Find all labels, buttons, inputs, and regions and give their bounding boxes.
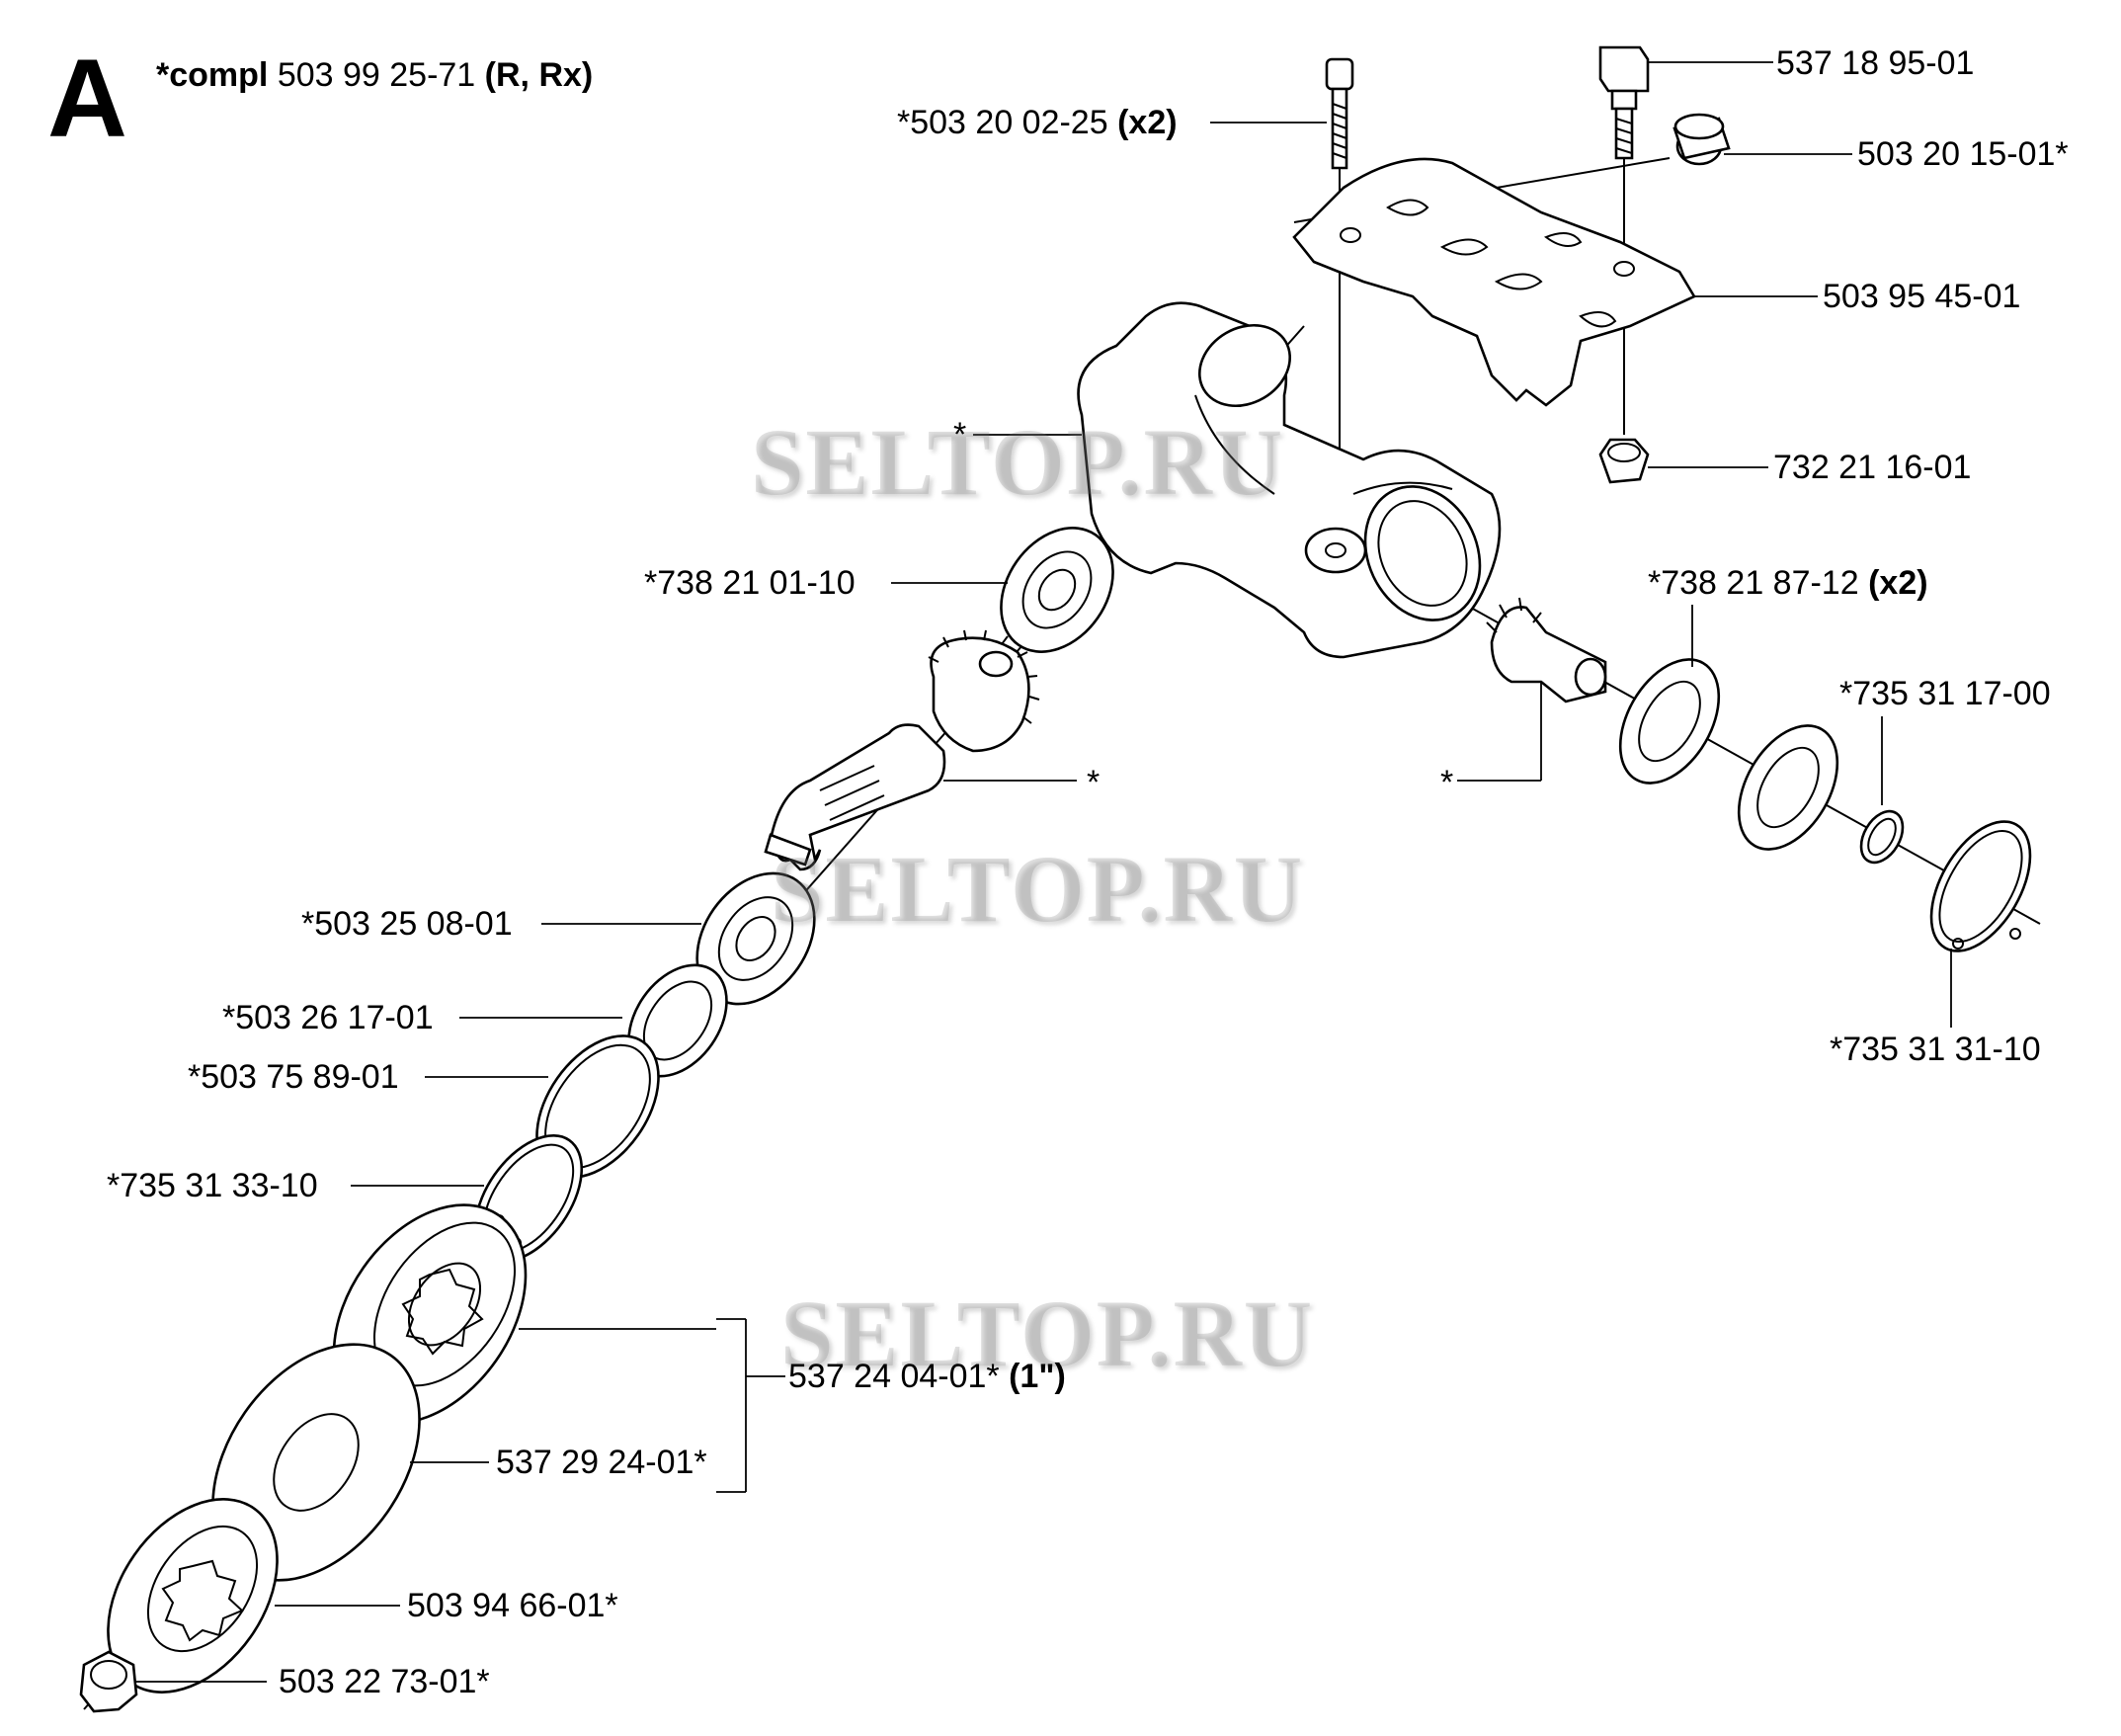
- nut-503227301: [79, 1650, 138, 1713]
- part-label-735311700: *735 31 17-00: [1839, 675, 2051, 712]
- main-shaft: [764, 723, 946, 871]
- shield-503954501: [1292, 157, 1696, 407]
- part-label-503758901: *503 75 89-01: [188, 1058, 399, 1096]
- section-letter: A: [47, 37, 127, 160]
- assembly-models: (R, Rx): [484, 56, 594, 94]
- part-label-star-pinion: *: [1440, 764, 1454, 801]
- part-label-537292401: 537 29 24-01*: [496, 1444, 707, 1481]
- circlip-735313110: [1929, 820, 2032, 952]
- part-label-537189501: 537 18 95-01: [1776, 44, 1975, 82]
- part-label-732211601: 732 21 16-01: [1773, 449, 1972, 486]
- part-label-star-shaft: *: [1087, 764, 1101, 801]
- bevel-gear: [928, 629, 1040, 753]
- assembly-title: *compl 503 99 25-71 (R, Rx): [156, 55, 593, 95]
- cup-503946601: [107, 1498, 279, 1694]
- watermark-bottom: SELTOP.RU: [780, 1281, 1315, 1386]
- watermark-top: SELTOP.RU: [751, 409, 1285, 515]
- part-label-503201501: 503 20 15-01*: [1857, 135, 2069, 173]
- gear-housing: [1077, 301, 1502, 659]
- part-label-503250801: *503 25 08-01: [301, 905, 513, 943]
- circlip-735311700: [1859, 809, 1905, 865]
- bearing-738218712-b: [1737, 724, 1839, 851]
- bearing-738210110: [1000, 527, 1114, 653]
- part-label-503946601: 503 94 66-01*: [407, 1587, 618, 1624]
- part-label-503954501: 503 95 45-01: [1823, 278, 2021, 315]
- part-label-503261701: *503 26 17-01: [222, 999, 434, 1036]
- nut-732211601: [1598, 438, 1650, 484]
- part-label-537240401: 537 24 04-01* (1"): [788, 1358, 1066, 1395]
- part-label-735313310: *735 31 33-10: [107, 1167, 318, 1204]
- part-label-503200225: *503 20 02-25 (x2): [897, 104, 1178, 141]
- bearing-738218712-a: [1618, 658, 1721, 785]
- part-label-738210110: *738 21 01-10: [644, 564, 856, 602]
- assembly-prefix: *compl: [156, 56, 269, 94]
- part-label-735313110: *735 31 31-10: [1830, 1031, 2041, 1068]
- part-label-503227301: 503 22 73-01*: [279, 1663, 490, 1700]
- leader-lines: [136, 61, 1952, 1683]
- part-label-star-housing: *: [953, 416, 967, 454]
- plug-503201501: [1672, 113, 1731, 166]
- bearing-503250801: [695, 871, 816, 1006]
- part-label-738218712: *738 21 87-12 (x2): [1648, 564, 1928, 602]
- watermark-middle: SELTOP.RU: [771, 836, 1305, 942]
- assembly-number: 503 99 25-71: [277, 56, 476, 94]
- pinion-gear: [1486, 597, 1607, 703]
